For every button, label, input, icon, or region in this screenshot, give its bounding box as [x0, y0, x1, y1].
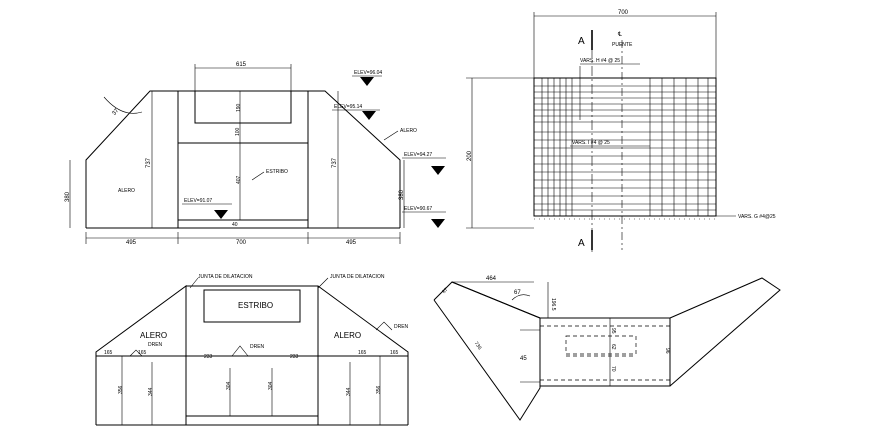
dim-407: 407: [236, 175, 242, 184]
label-alero-front-left: ALERO: [140, 331, 167, 340]
dim-233-b: 233: [290, 354, 299, 360]
dim-87: 87: [441, 287, 449, 295]
angle-67: 67: [514, 290, 521, 296]
note-junta-left: JUNTA DE DILATACION: [198, 274, 253, 280]
dim-736: 736: [473, 341, 483, 351]
angle-37: 37: [111, 107, 120, 116]
dim-700-top: 700: [618, 10, 629, 16]
plan-view: 464 87 67 45 196.5 736 95 62 70 96: [433, 276, 781, 421]
section-mark-a-top: A: [578, 36, 585, 47]
dim-495-right: 495: [346, 240, 357, 246]
reinforcement-elevation-view: 700 200 A A ℄ PUENTE VARS. H #4 @ 25 VAR…: [466, 10, 776, 252]
dim-100: 100: [235, 127, 241, 136]
dim-40: 40: [232, 222, 238, 228]
dim-356-b: 356: [376, 385, 382, 394]
abutment-elevation-view: 615 190 100 407 40 737 737 380 380 37 AL…: [65, 62, 446, 246]
label-alero-left: ALERO: [118, 188, 135, 194]
label-bars-h: VARS. H #4 @ 25: [580, 58, 620, 64]
dim-165-d: 165: [390, 350, 399, 356]
label-dren-mid: DREN: [250, 344, 265, 350]
label-bars-i: VARS. I #4 @ 25: [572, 140, 610, 146]
section-mark-a-bottom: A: [578, 238, 585, 249]
dim-700-bottom: 700: [236, 240, 247, 246]
dim-95: 95: [610, 328, 616, 334]
dim-165-c: 165: [358, 350, 367, 356]
dim-304-b: 304: [268, 381, 274, 390]
dim-62: 62: [610, 344, 616, 350]
dim-464: 464: [486, 276, 497, 282]
label-dren-left: DREN: [148, 342, 163, 348]
dim-96: 96: [664, 348, 670, 354]
elev-96-04: ELEV=96.04: [354, 70, 382, 76]
label-alero-front-right: ALERO: [334, 331, 361, 340]
dim-737-right: 737: [332, 157, 338, 168]
elev-91-07: ELEV=91.07: [184, 198, 212, 204]
dim-344-a: 344: [148, 387, 154, 396]
dim-495-left: 495: [126, 240, 137, 246]
elev-95-14: ELEV=95.14: [334, 104, 362, 110]
dim-380-left: 380: [65, 191, 71, 202]
label-estribo: ESTRIBO: [266, 169, 288, 175]
dim-196-5: 196.5: [550, 298, 556, 311]
label-puente: PUENTE: [612, 42, 633, 48]
angle-45: 45: [520, 356, 527, 362]
dim-356-a: 356: [118, 385, 124, 394]
centerline-symbol: ℄: [617, 32, 622, 38]
dim-233-a: 233: [204, 354, 213, 360]
dim-615: 615: [236, 62, 247, 68]
dim-70: 70: [610, 366, 616, 372]
dim-344-b: 344: [346, 387, 352, 396]
elev-94-27: ELEV=94.27: [404, 152, 432, 158]
dim-165-b: 165: [138, 350, 147, 356]
dim-190: 190: [236, 103, 242, 112]
elev-90-67: ELEV=90.67: [404, 206, 432, 212]
label-alero-right: ALERO: [400, 128, 417, 134]
dim-380-right: 380: [399, 189, 405, 200]
front-elevation-view: ESTRIBO ALERO ALERO JUNTA DE DILATACION …: [95, 274, 409, 426]
label-estribo-front: ESTRIBO: [238, 301, 273, 310]
label-dren-right: DREN: [394, 324, 409, 330]
dim-737-left: 737: [146, 157, 152, 168]
note-junta-right: JUNTA DE DILATACION: [330, 274, 385, 280]
dim-165-a: 165: [104, 350, 113, 356]
dim-304-a: 304: [226, 381, 232, 390]
dim-200: 200: [467, 150, 473, 161]
label-bars-g: VARS. G #4@25: [738, 214, 776, 220]
